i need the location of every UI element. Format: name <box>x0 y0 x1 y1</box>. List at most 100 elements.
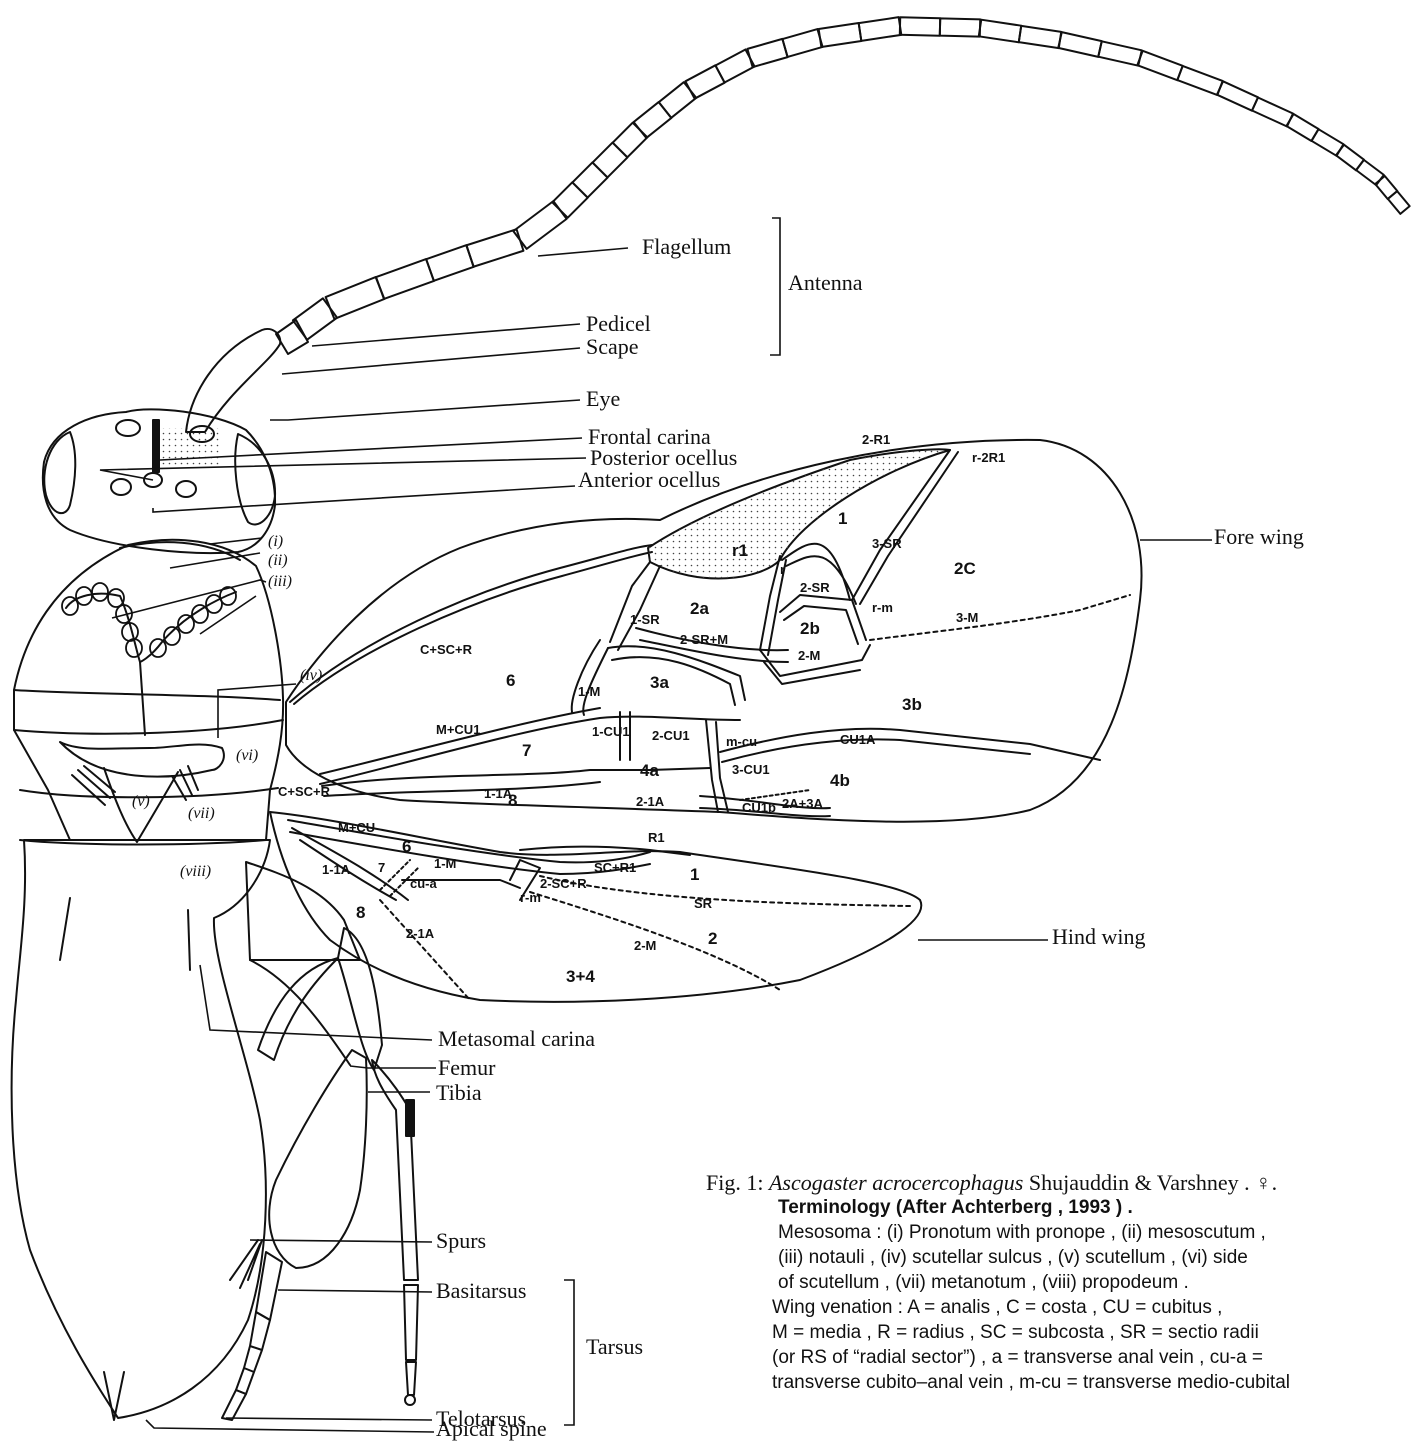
notauli-crenulation <box>62 597 78 615</box>
vein-label: 1 <box>838 509 847 528</box>
vein-label: 2-1A <box>636 794 665 809</box>
vein-label: 2-M <box>634 938 656 953</box>
label-apical-spine: Apical spine <box>436 1418 547 1440</box>
vein-label: 8 <box>356 903 365 922</box>
caption-mesosoma-2: (iii) notauli , (iv) scutellar sulcus , … <box>706 1245 1416 1270</box>
flagellomere <box>426 245 474 281</box>
vein-label: (viii) <box>180 863 211 880</box>
flagellomere <box>979 20 1021 43</box>
caption-title-line: Fig. 1: Ascogaster acrocercophagus Shuja… <box>706 1170 1416 1195</box>
vein-label: (iii) <box>268 573 292 590</box>
vein-label: 1-1A <box>322 862 351 877</box>
caption-terminology: Terminology (After Achterberg , 1993 ) . <box>706 1195 1416 1220</box>
vein-label: 3a <box>650 673 669 692</box>
flagellomere <box>1137 51 1182 80</box>
vein-label: 2-SC+R <box>540 876 587 891</box>
flagellomere <box>613 123 648 158</box>
flagellomere <box>900 17 940 36</box>
caption-authors: Shujauddin & Varshney . ♀. <box>1023 1170 1277 1195</box>
telotarsus-drawing <box>222 1390 246 1420</box>
flagellomere <box>940 18 980 36</box>
costal-vein <box>290 545 652 702</box>
label-anterior-ocellus: Anterior ocellus <box>578 469 720 491</box>
flagellomere <box>782 29 822 57</box>
metasoma-drawing <box>12 840 270 1418</box>
vein-label: 8 <box>508 791 517 810</box>
vein-label: r <box>780 562 785 577</box>
label-pedicel: Pedicel <box>586 313 651 335</box>
vein-label: 6 <box>402 837 411 856</box>
compound-eye-right <box>235 434 275 524</box>
vein-label: 2-1A <box>406 926 435 941</box>
label-hind-wing: Hind wing <box>1052 926 1146 948</box>
compound-eye-left <box>44 432 75 513</box>
vein-label: CU1b <box>742 800 776 815</box>
flagellomere <box>572 162 607 197</box>
caption-wing-1: Wing venation : A = analis , C = costa ,… <box>706 1295 1416 1320</box>
vein-label: 2b <box>800 619 820 638</box>
flagellomere <box>1388 191 1410 214</box>
flagellomere <box>1058 32 1102 57</box>
vein-label: 2-SR <box>800 580 830 595</box>
vein-label: (v) <box>132 793 150 810</box>
vein-label: 1-SR <box>630 612 660 627</box>
vein-label: SR <box>694 896 713 911</box>
flagellomere <box>1217 81 1258 110</box>
vein-label: 2C <box>954 559 976 578</box>
vein-label: 3+4 <box>566 967 595 986</box>
flagellomere <box>859 17 902 41</box>
figure-caption: Fig. 1: Ascogaster acrocercophagus Shuja… <box>706 1170 1416 1395</box>
basitarsus-drawing <box>256 1252 282 1320</box>
vein-label: 2a <box>690 599 709 618</box>
vein-label: 1 <box>690 865 699 884</box>
flagellomere <box>1252 98 1293 127</box>
label-antenna: Antenna <box>788 272 863 294</box>
vein-label: 4b <box>830 771 850 790</box>
flagellomere <box>819 23 862 47</box>
caption-wing-2: M = media , R = radius , SC = subcosta ,… <box>706 1320 1416 1345</box>
label-fore-wing: Fore wing <box>1214 526 1304 548</box>
caption-wing-4: transverse cubito–anal vein , m-cu = tra… <box>706 1370 1416 1395</box>
flagellomere <box>659 82 697 118</box>
vein-label: cu-a <box>410 876 438 891</box>
vein-label: 2-CU1 <box>652 728 690 743</box>
ocellus-left <box>111 479 131 495</box>
label-metasomal-carina: Metasomal carina <box>438 1028 595 1050</box>
vein-label: (vi) <box>236 747 258 764</box>
vein-label: 2-M <box>798 648 820 663</box>
vein-label: CU1A <box>840 732 876 747</box>
antenna-bracket <box>770 218 780 355</box>
vein-label: SC+R1 <box>594 860 636 875</box>
hind-wing-outline <box>270 812 921 1002</box>
label-femur: Femur <box>438 1057 495 1079</box>
vein-label: 2A+3A <box>782 796 823 811</box>
label-flagellum: Flagellum <box>642 236 731 258</box>
vein-label: 7 <box>522 741 531 760</box>
vein-label: 4a <box>640 761 659 780</box>
tibia-2-drawing <box>269 1050 367 1268</box>
scape-drawing <box>186 329 280 432</box>
vein-label: r-m <box>872 600 893 615</box>
vein-label: 3-M <box>956 610 978 625</box>
caption-mesosoma-3: of scutellum , (vii) metanotum , (viii) … <box>706 1270 1416 1295</box>
caption-fig-prefix: Fig. 1: <box>706 1170 769 1195</box>
frontal-carina-drawing <box>153 420 159 472</box>
vein-label: C+SC+R <box>278 784 331 799</box>
caption-species: Ascogaster acrocercophagus <box>769 1170 1023 1195</box>
hind-r1-vein <box>520 847 690 855</box>
flagellomere <box>552 182 587 217</box>
label-tibia: Tibia <box>436 1082 482 1104</box>
pedicel-drawing <box>276 320 308 354</box>
label-tarsus: Tarsus <box>586 1336 643 1358</box>
vein-label: 3-CU1 <box>732 762 770 777</box>
vein-label: r-2R1 <box>972 450 1005 465</box>
flagellomere <box>634 102 672 138</box>
tarsus-bracket <box>564 1280 574 1425</box>
vein-label: R1 <box>648 830 665 845</box>
scutellar-sulcus-drawing <box>60 742 224 777</box>
tibia-drawing <box>372 1060 418 1280</box>
flagellomere <box>1177 66 1222 95</box>
vein-label: 3-SR <box>872 536 902 551</box>
vein-label: 2-R1 <box>862 432 890 447</box>
